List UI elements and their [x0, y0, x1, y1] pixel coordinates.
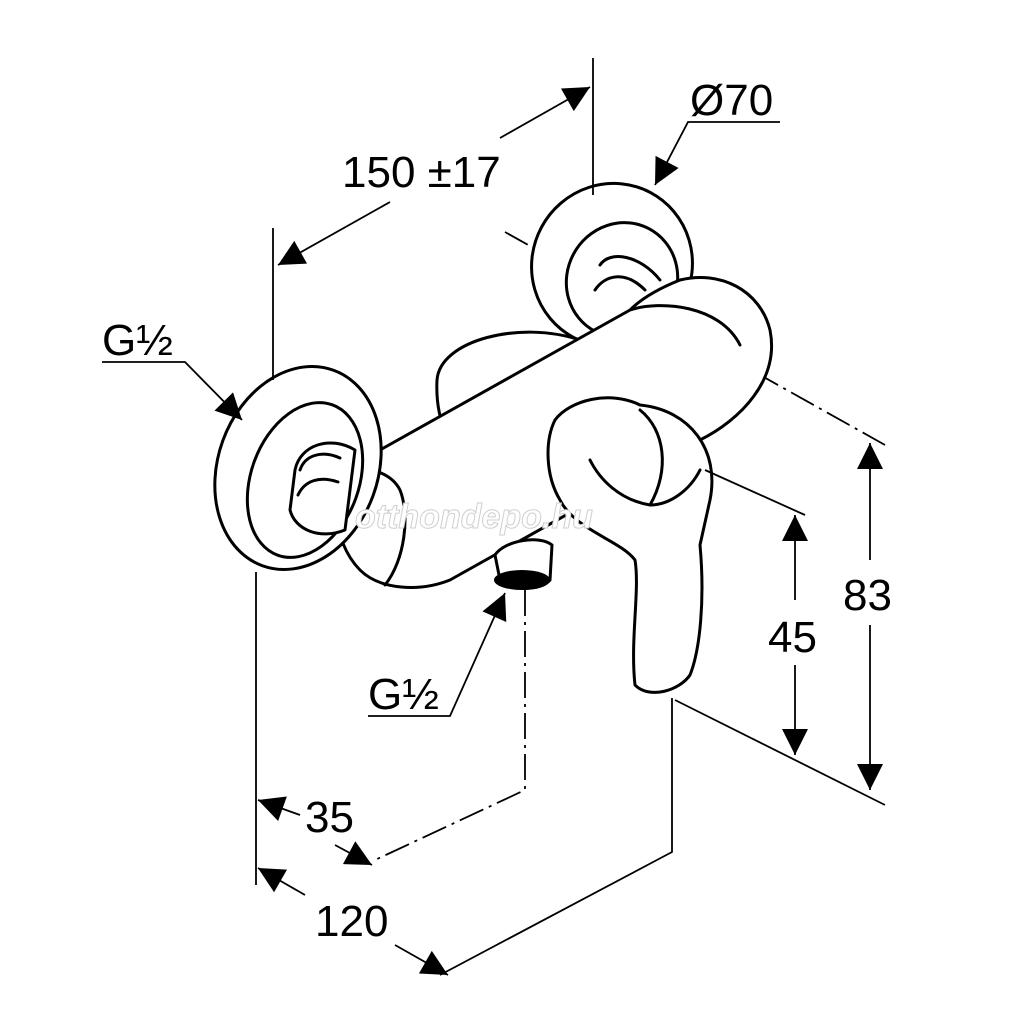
dim-projection-label: 120: [315, 897, 388, 946]
watermark: otthondepo.hu: [355, 498, 593, 536]
mixer-bar-highlight: [628, 304, 742, 347]
dim-width-label: 150 ±17: [342, 148, 501, 197]
left-rosette: [213, 365, 383, 571]
dim-diameter-label: Ø70: [690, 76, 773, 125]
bottom-outlet-nut: [493, 538, 554, 590]
dimension-lines: [102, 86, 883, 976]
dim-connection-left-label: G½: [102, 316, 173, 365]
dim-outlet-offset-label: 35: [305, 793, 354, 842]
dim-connection-bottom-label: G½: [368, 670, 439, 719]
extension-lines: [255, 58, 886, 976]
lever-handle: [546, 396, 714, 694]
dim-outlet-height-label: 45: [768, 613, 817, 662]
dim-total-height-label: 83: [843, 571, 892, 620]
